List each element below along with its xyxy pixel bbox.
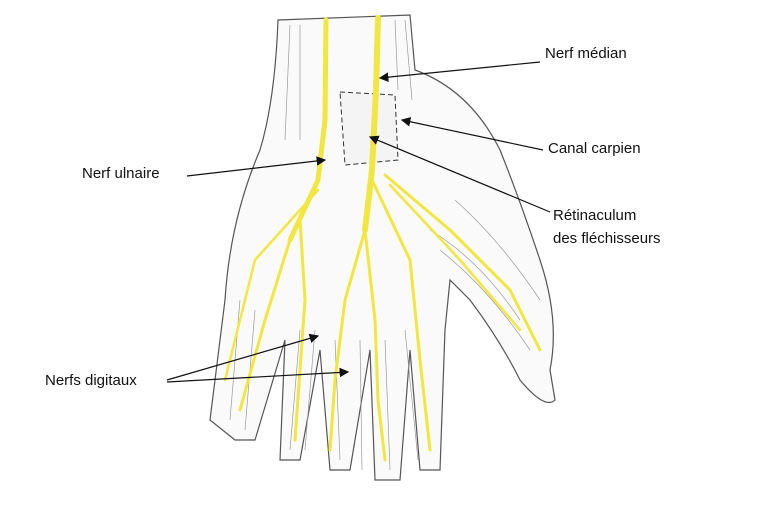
leader-lines [166,61,551,383]
label-carpal-tunnel: Canal carpien [548,140,641,157]
digital-nerves-leader-1 [166,333,320,381]
ulnar-nerve-leader [186,156,327,177]
median-nerve [362,15,381,233]
label-digital-nerves: Nerfs digitaux [45,372,137,389]
label-retinaculum-line2: des fléchisseurs [553,230,661,247]
label-retinaculum-line1: Rétinaculum [553,207,637,224]
label-median-nerve: Nerf médian [545,45,627,62]
flexor-retinaculum [339,91,399,166]
digital-nerves-leader-2 [166,367,350,383]
carpal-tunnel-leader [400,117,544,151]
nerves [223,15,542,462]
ulnar-nerve [287,17,329,243]
retinaculum-leader [368,135,551,213]
median-nerve-leader [378,61,541,82]
label-ulnar-nerve: Nerf ulnaire [82,165,160,182]
hand-outline [209,14,556,481]
